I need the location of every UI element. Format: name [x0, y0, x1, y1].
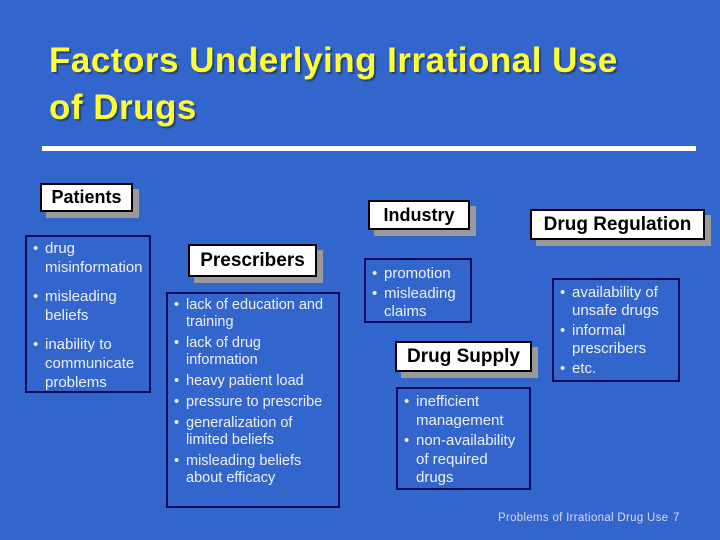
list-item: • non-availability of required drugs — [404, 432, 529, 488]
bullet-icon: • — [33, 336, 39, 353]
list-item: • lack of education and training — [174, 297, 326, 331]
bullet-icon: • — [174, 394, 180, 410]
footer-title: Problems of Irrational Drug Use — [498, 512, 669, 524]
list-item: • inefficient management — [404, 393, 529, 430]
list-item-text: drug misinformation — [45, 240, 143, 276]
slide-title: Factors Underlying Irrational Use of Dru… — [49, 37, 699, 131]
list-item-text: generalization of limited beliefs — [186, 415, 293, 448]
list-item-text: heavy patient load — [186, 373, 304, 389]
list-item-text: misleading beliefs about efficacy — [186, 453, 302, 486]
list-item: • heavy patient load — [174, 373, 326, 390]
list-item: • generalization of limited beliefs — [174, 415, 326, 449]
bullet-icon: • — [372, 285, 378, 302]
bullet-icon: • — [174, 415, 180, 431]
list-item-text: availability of unsafe drugs — [572, 284, 659, 319]
list-item-text: inefficient management — [416, 393, 504, 429]
prescribers-heading-label: Prescribers — [200, 249, 305, 271]
list-item-text: pressure to prescribe — [186, 394, 323, 410]
list-item: • etc. — [560, 360, 674, 378]
list-item: • inability to communicate problems — [33, 335, 145, 392]
bullet-icon: • — [174, 335, 180, 351]
list-item-text: non-availability of required drugs — [416, 432, 516, 486]
list-item-text: informal prescribers — [572, 322, 647, 357]
list-item-text: misleading beliefs — [45, 288, 117, 324]
drug-regulation-list: • availability of unsafe drugs • informa… — [552, 278, 680, 382]
slide-title-line-1: Factors Underlying Irrational Use — [49, 41, 618, 80]
list-item: • lack of drug information — [174, 335, 326, 369]
industry-heading-box: Industry — [368, 200, 470, 230]
bullet-icon: • — [174, 297, 180, 313]
list-item: • availability of unsafe drugs — [560, 284, 674, 320]
bullet-icon: • — [404, 432, 410, 449]
prescribers-list: • lack of education and training • lack … — [166, 292, 340, 508]
patients-list: • drug misinformation • misleading belie… — [25, 235, 151, 393]
bullet-icon: • — [174, 453, 180, 469]
drug-regulation-heading-box: Drug Regulation — [530, 209, 705, 240]
bullet-icon: • — [404, 393, 410, 410]
list-item: • drug misinformation — [33, 239, 145, 277]
patients-heading-box: Patients — [40, 183, 133, 212]
list-item: • misleading beliefs about efficacy — [174, 453, 326, 487]
drug-supply-heading-label: Drug Supply — [407, 345, 520, 367]
list-item: • misleading claims — [372, 285, 464, 321]
list-item: • informal prescribers — [560, 322, 674, 358]
industry-heading-label: Industry — [383, 204, 455, 225]
bullet-icon: • — [372, 265, 378, 282]
patients-heading-label: Patients — [51, 187, 122, 207]
slide-title-line-2: of Drugs — [49, 88, 197, 127]
bullet-icon: • — [560, 322, 566, 339]
bullet-icon: • — [560, 360, 566, 377]
industry-list: • promotion • misleading claims — [364, 258, 472, 323]
drug-supply-list: • inefficient management • non-availabil… — [396, 387, 531, 490]
list-item-text: inability to communicate problems — [45, 336, 135, 391]
list-item: • pressure to prescribe — [174, 394, 326, 411]
list-item-text: lack of drug information — [186, 335, 261, 368]
drug-regulation-heading-label: Drug Regulation — [543, 213, 692, 235]
list-item-text: misleading claims — [384, 285, 456, 320]
list-item-text: etc. — [572, 360, 597, 377]
list-item-text: promotion — [384, 265, 451, 282]
bullet-icon: • — [560, 284, 566, 301]
list-item: • promotion — [372, 265, 464, 283]
drug-supply-heading-box: Drug Supply — [395, 341, 532, 372]
bullet-icon: • — [174, 373, 180, 389]
bullet-icon: • — [33, 288, 39, 305]
title-underline — [42, 146, 696, 151]
list-item: • misleading beliefs — [33, 287, 145, 325]
list-item-text: lack of education and training — [186, 297, 324, 330]
bullet-icon: • — [33, 240, 39, 257]
page-number: 7 — [673, 512, 680, 524]
prescribers-heading-box: Prescribers — [188, 244, 317, 277]
